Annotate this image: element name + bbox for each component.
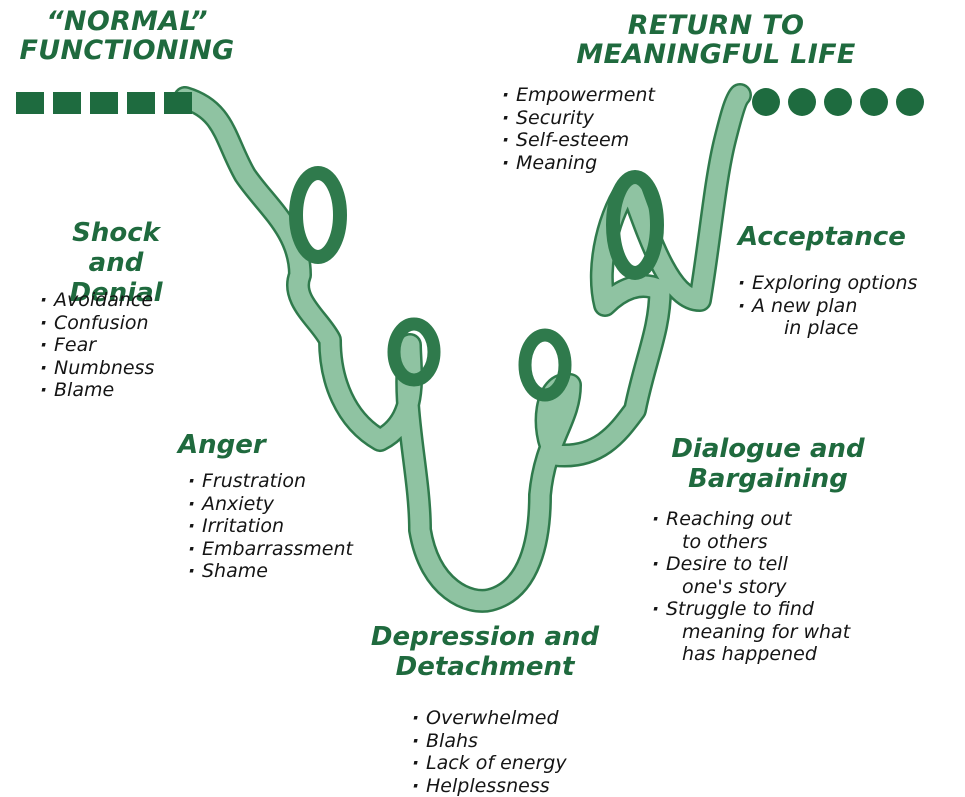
anger-item: Embarrassment bbox=[186, 538, 353, 561]
acceptance-item: A new plan in place bbox=[736, 295, 917, 340]
end-heading: RETURN TO MEANINGFUL LIFE bbox=[575, 12, 857, 69]
acceptance-title-line: Acceptance bbox=[738, 222, 906, 252]
dialogue-item-list: Reaching out to others Desire to tell on… bbox=[650, 508, 850, 666]
end-heading-line: RETURN TO bbox=[575, 12, 857, 41]
square-marker bbox=[164, 92, 192, 114]
shock-item: Avoidance bbox=[38, 289, 154, 312]
start-heading-line: FUNCTIONING bbox=[14, 37, 240, 66]
depression-title-line: Detachment bbox=[345, 652, 625, 682]
circle-marker bbox=[896, 88, 924, 116]
depression-item: Blahs bbox=[410, 730, 567, 753]
shock-item: Blame bbox=[38, 379, 154, 402]
square-marker bbox=[127, 92, 155, 114]
dialogue-title-line: Bargaining bbox=[648, 464, 888, 494]
end-item-list: Empowerment Security Self-esteem Meaning bbox=[500, 84, 655, 174]
acceptance-item-list: Exploring options A new plan in place bbox=[736, 272, 917, 340]
depression-title-line: Depression and bbox=[345, 622, 625, 652]
anger-item: Frustration bbox=[186, 470, 353, 493]
dialogue-item: Struggle to find meaning for what has ha… bbox=[650, 598, 850, 666]
end-item: Meaning bbox=[500, 152, 655, 175]
anger-item: Shame bbox=[186, 560, 353, 583]
circle-marker bbox=[860, 88, 888, 116]
end-item: Empowerment bbox=[500, 84, 655, 107]
depression-item: Helplessness bbox=[410, 775, 567, 797]
depression-item-list: Overwhelmed Blahs Lack of energy Helples… bbox=[410, 707, 567, 797]
square-marker bbox=[16, 92, 44, 114]
ribbon-loop-1 bbox=[296, 173, 340, 257]
normal-functioning-markers bbox=[16, 92, 201, 114]
anger-item: Anxiety bbox=[186, 493, 353, 516]
acceptance-title: Acceptance bbox=[738, 222, 906, 252]
dialogue-title-line: Dialogue and bbox=[648, 434, 888, 464]
acceptance-item: Exploring options bbox=[736, 272, 917, 295]
anger-title: Anger bbox=[178, 430, 266, 460]
shock-item: Numbness bbox=[38, 357, 154, 380]
depression-item: Lack of energy bbox=[410, 752, 567, 775]
anger-title-line: Anger bbox=[178, 430, 266, 460]
circle-marker bbox=[824, 88, 852, 116]
end-item: Self-esteem bbox=[500, 129, 655, 152]
end-item: Security bbox=[500, 107, 655, 130]
circle-marker bbox=[788, 88, 816, 116]
shock-title-line: Shock bbox=[40, 218, 192, 248]
dialogue-title: Dialogue and Bargaining bbox=[648, 434, 888, 494]
shock-item: Fear bbox=[38, 334, 154, 357]
anger-item: Irritation bbox=[186, 515, 353, 538]
square-marker bbox=[53, 92, 81, 114]
shock-item-list: Avoidance Confusion Fear Numbness Blame bbox=[38, 289, 154, 402]
shock-item: Confusion bbox=[38, 312, 154, 335]
dialogue-item: Reaching out to others bbox=[650, 508, 850, 553]
end-heading-line: MEANINGFUL LIFE bbox=[575, 41, 857, 70]
anger-item-list: Frustration Anxiety Irritation Embarrass… bbox=[186, 470, 353, 583]
depression-title: Depression and Detachment bbox=[345, 622, 625, 682]
dialogue-item: Desire to tell one's story bbox=[650, 553, 850, 598]
circle-marker bbox=[752, 88, 780, 116]
start-heading: “NORMAL” FUNCTIONING bbox=[14, 8, 240, 65]
square-marker bbox=[90, 92, 118, 114]
depression-item: Overwhelmed bbox=[410, 707, 567, 730]
meaningful-life-markers bbox=[752, 88, 932, 116]
start-heading-line: “NORMAL” bbox=[14, 8, 240, 37]
